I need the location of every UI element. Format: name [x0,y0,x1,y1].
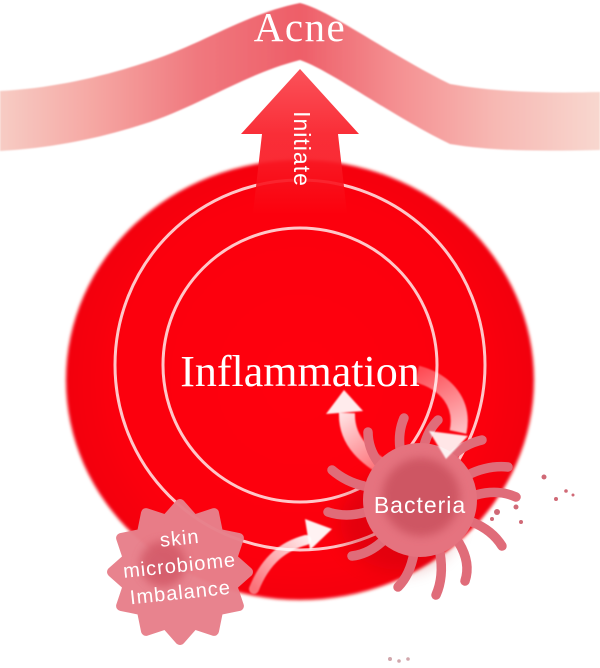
trigger-arrow-icon [249,519,332,594]
acne-label: Acne [254,4,347,50]
ring-inner [161,226,439,504]
initiate-label: Initiate [289,111,315,187]
initiate-arrow [241,69,359,213]
bacteria-core [382,458,460,536]
microbiome-burst-icon: skin microbiome Imbalance [107,499,253,645]
bacteria-icon: Bacteria [323,413,575,600]
skin-wave-band [0,3,600,151]
inflammation-label: Inflammation [180,347,420,396]
cycle-arrow-down-icon [414,365,468,459]
bacteria-label: Bacteria [374,492,466,518]
bottom-speckle-dots [388,657,410,663]
burst-core [140,541,186,587]
bacteria-speckles [490,474,575,524]
burst-line-1: skin [159,526,201,552]
bacteria-arms [323,413,521,600]
